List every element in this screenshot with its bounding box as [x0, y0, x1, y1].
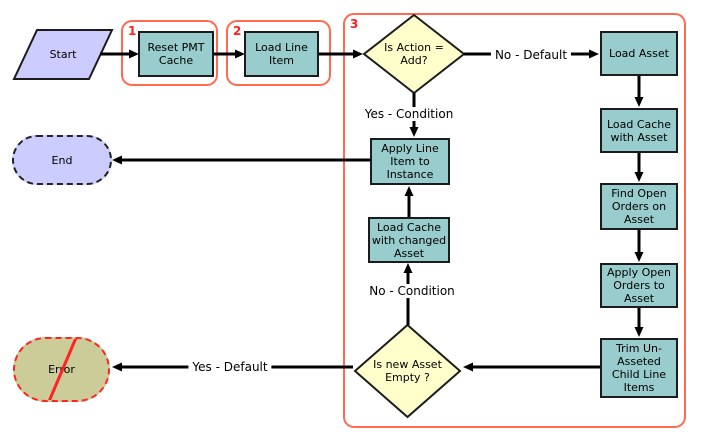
end-label: End	[51, 153, 73, 167]
edge-load-line-item-to-decision	[318, 49, 363, 59]
edge-label-yes-condition: Yes - Condition	[360, 107, 458, 121]
node-reset-pmt-cache: Reset PMT Cache	[138, 31, 214, 77]
node-apply-open-orders-to-asset: Apply Open Orders to Asset	[600, 263, 678, 308]
edge-load-cache-to-find-open-orders	[634, 153, 644, 182]
node-find-open-orders-on-asset: Find Open Orders on Asset	[600, 183, 678, 230]
edge-label-no-default: No - Default	[490, 48, 572, 62]
node-load-cache-with-asset-label: Load Cache with Asset	[606, 117, 672, 144]
node-load-cache-with-changed-asset: Load Cache with changed Asset	[368, 217, 450, 263]
node-reset-pmt-cache-label: Reset PMT Cache	[147, 41, 205, 67]
start-node: Start	[25, 30, 101, 79]
step-group-1-badge: 1	[128, 24, 137, 38]
node-load-asset: Load Asset	[600, 31, 678, 76]
edge-label-no-condition: No - Condition	[365, 284, 459, 298]
node-load-cache-changed-label: Load Cache with changed Asset	[371, 220, 447, 260]
decision-is-new-asset-empty-shape	[353, 323, 462, 419]
node-load-asset-label: Load Asset	[609, 47, 669, 60]
start-shape	[12, 29, 114, 80]
decision-is-new-asset-empty: Is new Asset Empty ?	[355, 325, 460, 417]
edge-trim-to-decision	[463, 362, 600, 372]
node-load-line-item-label: Load Line Item	[255, 41, 308, 67]
node-load-cache-with-asset: Load Cache with Asset	[600, 108, 678, 153]
edge-reset-to-load-line-item	[213, 49, 245, 59]
edge-load-cache-changed-to-apply-line-item	[404, 186, 414, 217]
edge-no-condition	[403, 263, 413, 325]
end-node: End	[12, 135, 112, 185]
node-apply-line-item-to-instance: Apply Line Item to Instance	[370, 138, 450, 185]
node-load-line-item: Load Line Item	[244, 31, 319, 77]
step-group-2-badge: 2	[233, 24, 242, 38]
edge-apply-line-item-to-end	[112, 155, 370, 165]
decision-is-action-add: Is Action = Add?	[364, 15, 464, 93]
node-trim-label: Trim Un-Asseted Child Line Items	[611, 342, 667, 394]
decision-is-new-asset-empty-label: Is new Asset Empty ?	[373, 358, 442, 384]
node-apply-line-item-label: Apply Line Item to Instance	[381, 142, 439, 181]
edge-label-yes-default: Yes - Default	[188, 360, 272, 374]
node-apply-open-orders-label: Apply Open Orders to Asset	[607, 266, 671, 305]
edge-apply-open-orders-to-trim	[634, 308, 644, 337]
start-label: Start	[49, 48, 77, 61]
edge-find-open-orders-to-apply-open-orders	[634, 230, 644, 262]
step-group-3: 3	[343, 13, 686, 428]
edge-start-to-reset-pmt-cache	[100, 49, 139, 59]
error-node: Error	[13, 337, 110, 402]
node-trim-unasseted-child-line-items: Trim Un-Asseted Child Line Items	[600, 338, 678, 398]
step-group-3-badge: 3	[350, 17, 359, 31]
connector-edges	[100, 49, 644, 372]
decision-is-action-add-label: Is Action = Add?	[384, 41, 444, 67]
node-find-open-orders-label: Find Open Orders on Asset	[611, 187, 667, 226]
edge-load-asset-to-load-cache	[634, 76, 644, 107]
